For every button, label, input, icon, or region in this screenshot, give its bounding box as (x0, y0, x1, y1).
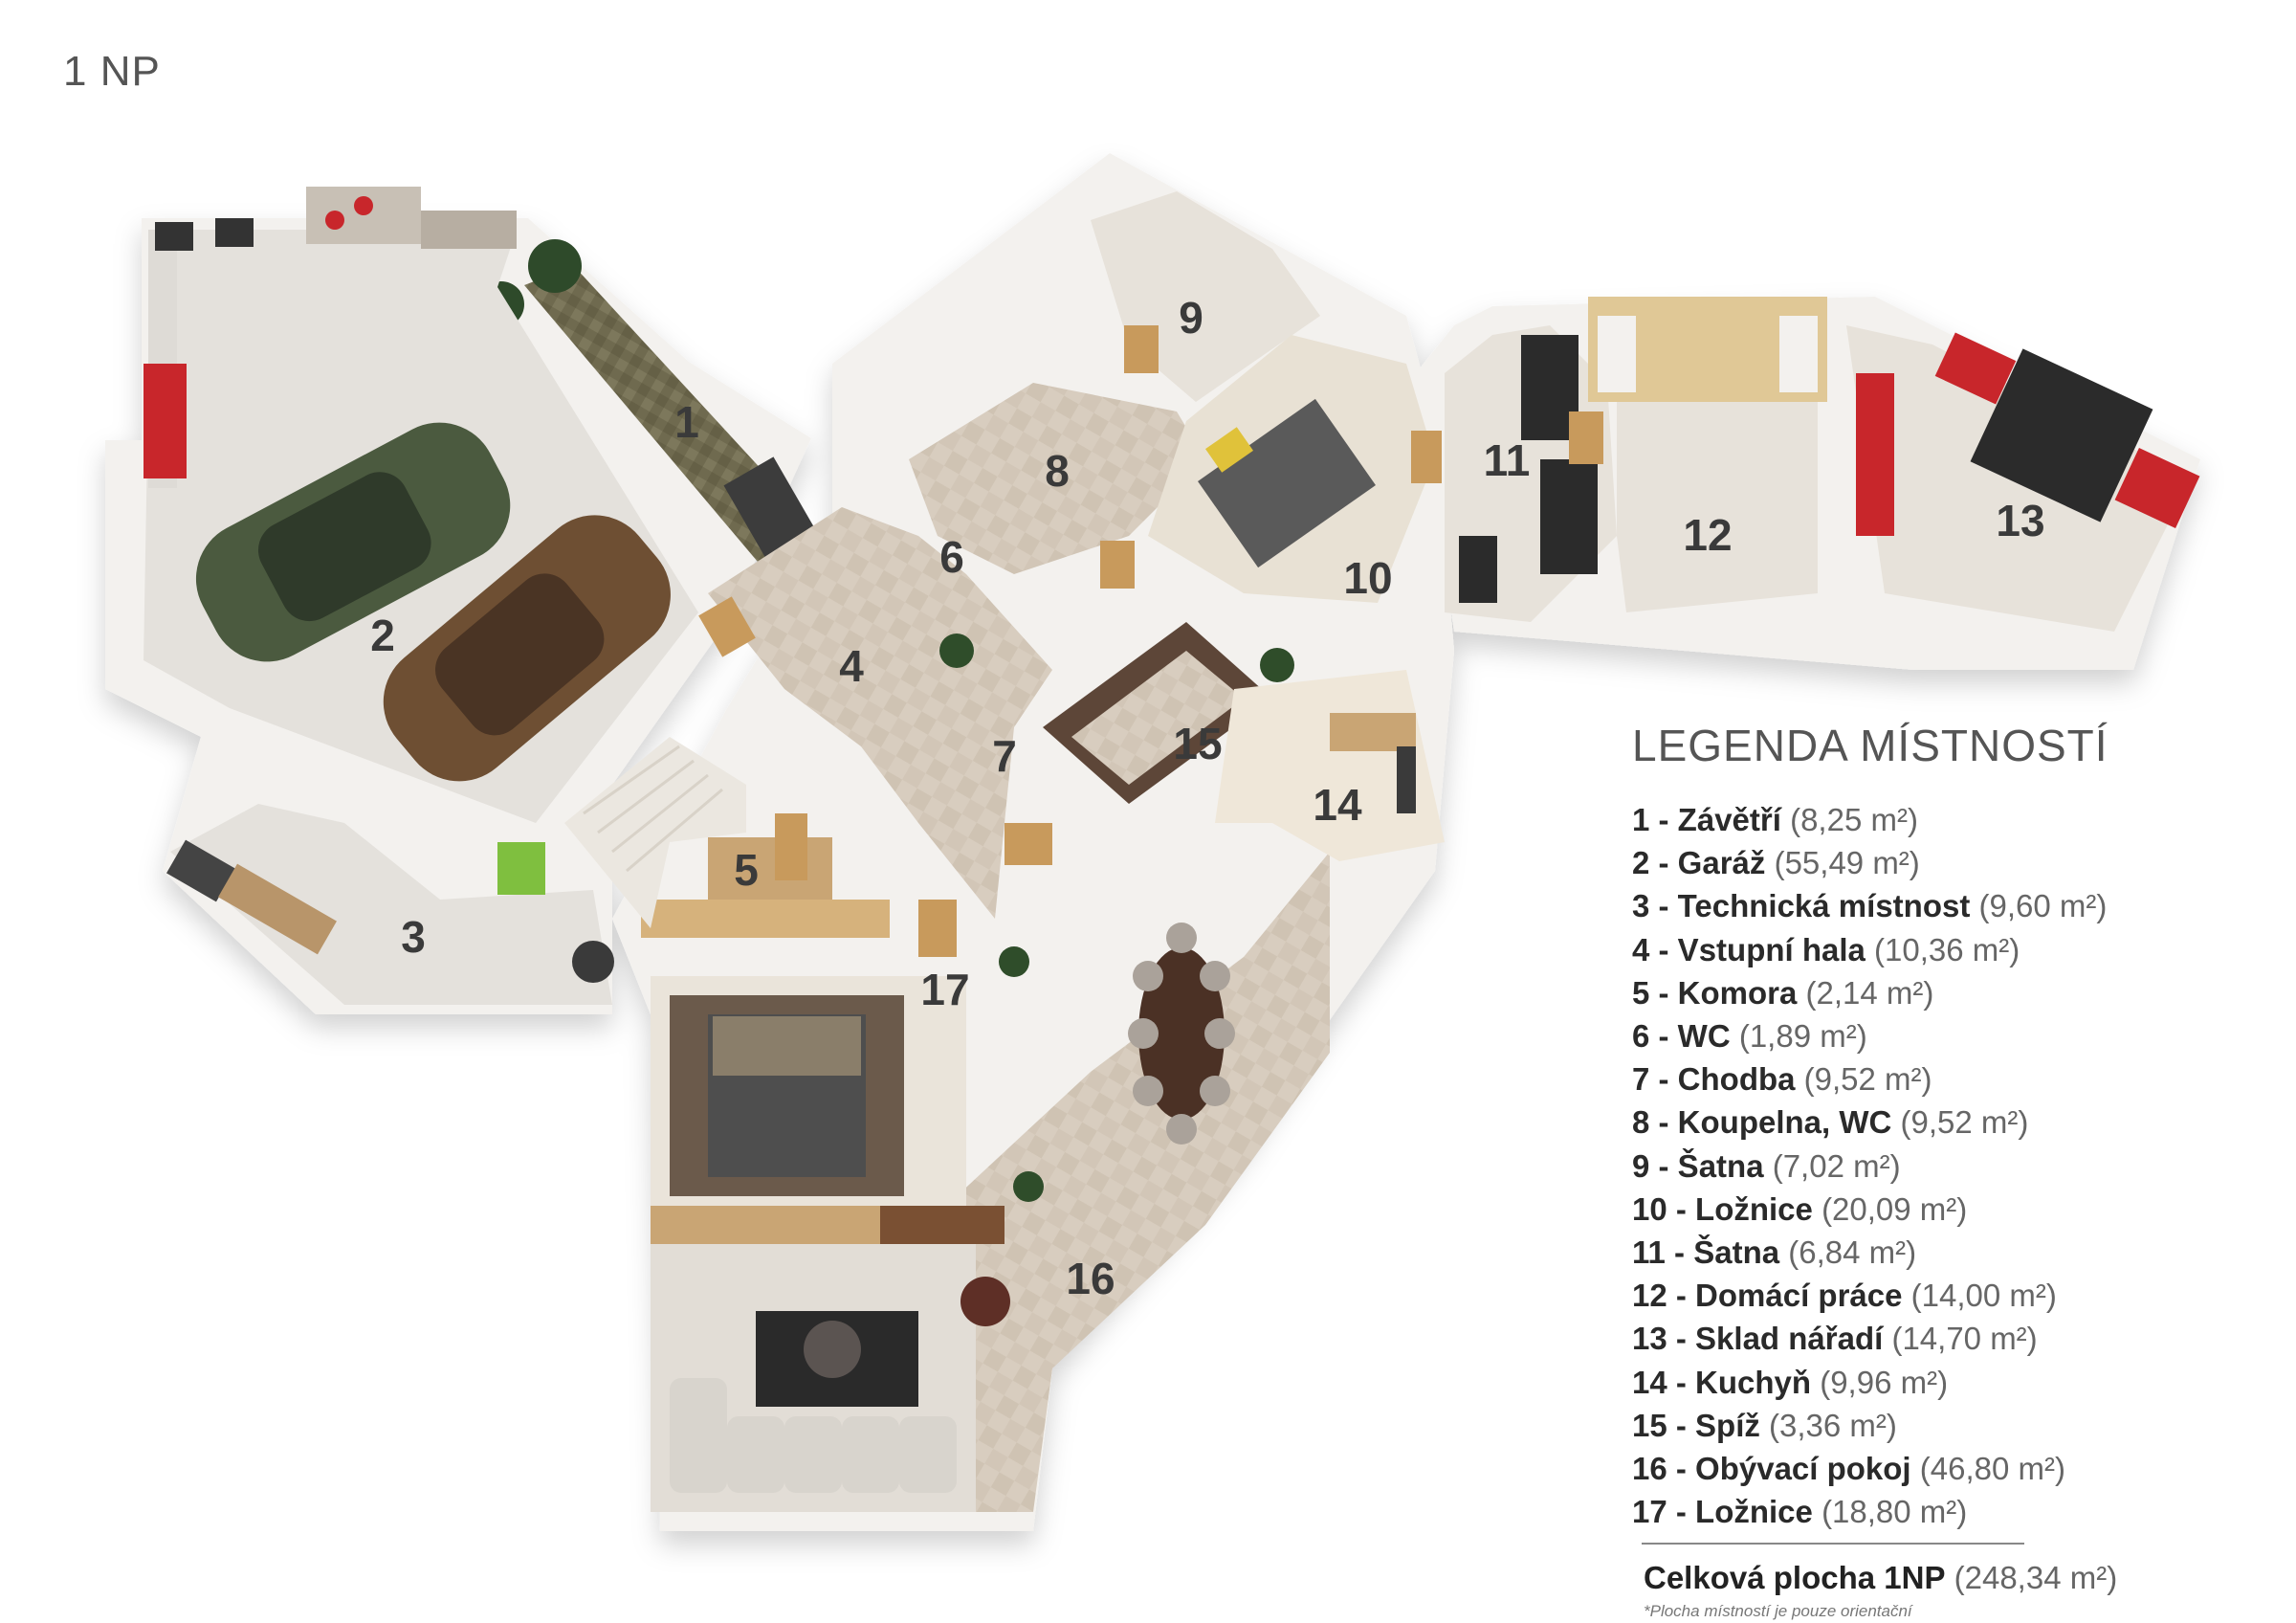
staircase (564, 737, 746, 928)
legend-item-area: (55,49 m²) (1774, 845, 1920, 881)
room-17-bedroom (651, 976, 966, 1206)
legend-list: 1 - Závětří (8,25 m²)2 - Garáž (55,49 m²… (1632, 798, 2263, 1533)
legend-item-area: (9,60 m²) (1978, 888, 2108, 924)
legend-item-name: 2 - Garáž (1632, 845, 1775, 881)
floor-title: 1 NP (63, 48, 161, 95)
legend-item-area: (14,70 m²) (1891, 1321, 2038, 1357)
room-label-3: 3 (401, 912, 426, 962)
legend-title: LEGENDA MÍSTNOSTÍ (1632, 721, 2108, 770)
room-label-16: 16 (1066, 1254, 1115, 1303)
legend-item-area: (10,36 m²) (1874, 931, 2020, 967)
legend-item-area: (14,00 m²) (1910, 1278, 2057, 1314)
dining-table (1128, 923, 1235, 1145)
room-11-closet (1445, 325, 1617, 622)
room-label-2: 2 (370, 611, 395, 660)
garage-tools (306, 187, 517, 249)
car-green (195, 422, 511, 662)
legend-item: 14 - Kuchyň (9,96 m²) (1632, 1361, 2263, 1404)
legend-item: 15 - Spíž (3,36 m²) (1632, 1404, 2263, 1447)
room-label-9: 9 (1179, 293, 1203, 343)
legend-item: 2 - Garáž (55,49 m²) (1632, 841, 2263, 884)
legend-item: 8 - Koupelna, WC (9,52 m²) (1632, 1101, 2263, 1144)
legend-item: 16 - Obývací pokoj (46,80 m²) (1632, 1447, 2263, 1490)
legend-item-area: (2,14 m²) (1805, 974, 1934, 1011)
room-14-kitchen (1215, 670, 1445, 861)
room-label-6: 6 (939, 532, 964, 582)
room-label-14: 14 (1313, 780, 1362, 830)
room-16-living-room (651, 1206, 1010, 1512)
room-label-7: 7 (992, 731, 1017, 781)
room-12-utility (1588, 297, 1827, 612)
legend-item-name: 5 - Komora (1632, 974, 1806, 1011)
room-legend: LEGENDA MÍSTNOSTÍ 1 - Závětří (8,25 m²)2… (1632, 720, 2263, 1621)
room-labels: 1 2 3 4 5 6 7 8 9 10 11 12 13 14 15 16 1… (370, 293, 2044, 1303)
legend-item-name: 9 - Šatna (1632, 1147, 1773, 1184)
legend-item-name: 8 - Koupelna, WC (1632, 1104, 1901, 1141)
room-label-15: 15 (1173, 719, 1222, 768)
legend-item-name: 15 - Spíž (1632, 1407, 1770, 1443)
legend-item-name: 3 - Technická místnost (1632, 888, 1979, 924)
legend-item-name: 10 - Ložnice (1632, 1190, 1822, 1227)
legend-item-area: (9,52 m²) (1803, 1061, 1932, 1098)
legend-item: 3 - Technická místnost (9,60 m²) (1632, 884, 2263, 927)
legend-item: 4 - Vstupní hala (10,36 m²) (1632, 928, 2263, 971)
room-label-11: 11 (1484, 435, 1531, 485)
legend-item-area: (46,80 m²) (1919, 1451, 2065, 1487)
legend-item: 7 - Chodba (9,52 m²) (1632, 1057, 2263, 1101)
legend-item: 11 - Šatna (6,84 m²) (1632, 1231, 2263, 1274)
car-brown (383, 515, 671, 782)
legend-item: 6 - WC (1,89 m²) (1632, 1014, 2263, 1057)
legend-item-area: (3,36 m²) (1769, 1407, 1897, 1443)
legend-item-name: 13 - Sklad nářadí (1632, 1321, 1892, 1357)
room-3-technical-room (166, 804, 614, 1005)
legend-item: 5 - Komora (2,14 m²) (1632, 971, 2263, 1014)
legend-item: 1 - Závětří (8,25 m²) (1632, 798, 2263, 841)
room-label-4: 4 (839, 641, 864, 691)
plants (939, 634, 1294, 1202)
legend-item: 12 - Domácí práce (14,00 m²) (1632, 1274, 2263, 1317)
room-label-10: 10 (1343, 553, 1392, 603)
room-label-12: 12 (1683, 510, 1732, 560)
legend-item-name: 12 - Domácí práce (1632, 1278, 1911, 1314)
legend-item-name: 7 - Chodba (1632, 1061, 1804, 1098)
legend-item-area: (1,89 m²) (1738, 1018, 1867, 1055)
room-13-tool-storage (1846, 325, 2200, 632)
room-label-5: 5 (734, 845, 759, 895)
legend-item-name: 11 - Šatna (1632, 1234, 1789, 1271)
room-15-pantry (1043, 622, 1272, 804)
room-label-1: 1 (674, 397, 699, 447)
legend-item-name: 4 - Vstupní hala (1632, 931, 1875, 967)
legend-item-name: 16 - Obývací pokoj (1632, 1451, 1920, 1487)
legend-item: 9 - Šatna (7,02 m²) (1632, 1145, 2263, 1188)
room-label-17: 17 (920, 965, 969, 1014)
legend-item: 10 - Ložnice (20,09 m²) (1632, 1188, 2263, 1231)
room-label-8: 8 (1045, 446, 1070, 496)
legend-item-area: (9,96 m²) (1820, 1364, 1949, 1400)
legend-item-area: (20,09 m²) (1821, 1190, 1968, 1227)
legend-item-area: (7,02 m²) (1772, 1147, 1901, 1184)
legend-item: 17 - Ložnice (18,80 m²) (1632, 1490, 2263, 1533)
total-area: (248,34 m²) (1954, 1560, 2118, 1596)
legend-item: 13 - Sklad nářadí (14,70 m²) (1632, 1317, 2263, 1360)
legend-item-name: 14 - Kuchyň (1632, 1364, 1821, 1400)
legend-item-area: (6,84 m²) (1788, 1234, 1917, 1271)
total-label: Celková plocha 1NP (1644, 1560, 1946, 1596)
legend-item-name: 1 - Závětří (1632, 802, 1791, 837)
doors (698, 325, 1603, 957)
legend-item-area: (9,52 m²) (1900, 1104, 2029, 1141)
legend-total: Celková plocha 1NP (248,34 m²) (1632, 1560, 2263, 1596)
legend-item-name: 17 - Ložnice (1632, 1494, 1822, 1530)
room-5-storage (641, 837, 890, 938)
legend-divider (1642, 1543, 2024, 1545)
legend-item-area: (8,25 m²) (1790, 802, 1918, 837)
legend-note: *Plocha místností je pouze orientační (1644, 1602, 1912, 1621)
legend-item-area: (18,80 m²) (1821, 1494, 1968, 1530)
room-label-13: 13 (1996, 496, 2044, 545)
room-2-garage (144, 187, 698, 823)
legend-item-name: 6 - WC (1632, 1018, 1739, 1055)
